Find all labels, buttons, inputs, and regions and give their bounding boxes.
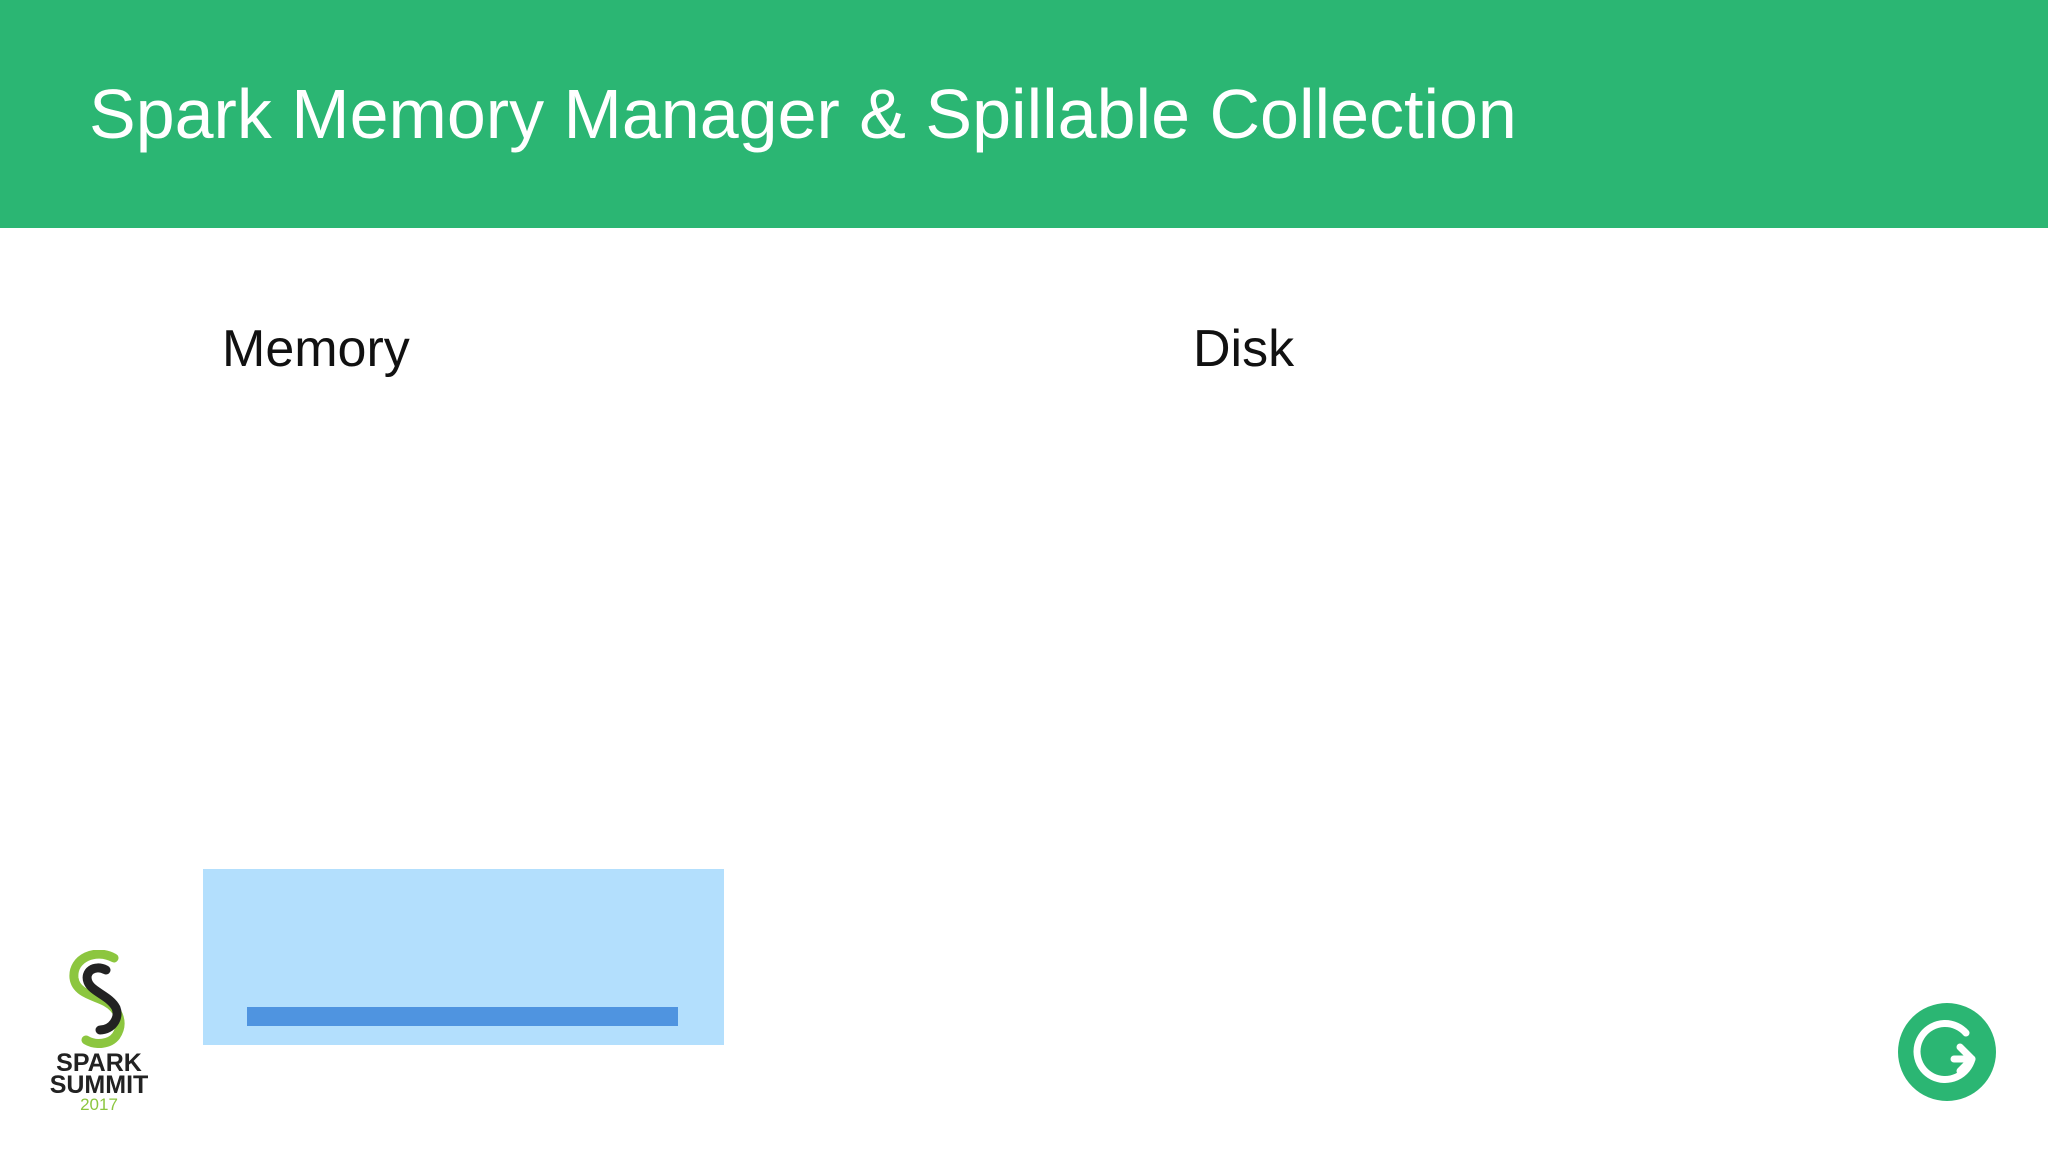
corner-badge: [1898, 1003, 1996, 1101]
disk-label: Disk: [1193, 320, 1295, 378]
memory-fill-bar: [247, 1007, 678, 1026]
logo-text-year: 2017: [80, 1095, 118, 1114]
spark-summit-logo-icon: [66, 949, 132, 1048]
logo-text-spark: SPARK: [56, 1049, 142, 1077]
header-bar: Spark Memory Manager & Spillable Collect…: [0, 0, 2048, 228]
memory-block: [203, 869, 724, 1045]
memory-label: Memory: [222, 320, 410, 378]
logo-text-summit: SUMMIT: [49, 1071, 149, 1099]
slide-title: Spark Memory Manager & Spillable Collect…: [89, 75, 1517, 153]
circular-arrow-icon: [1913, 1020, 1976, 1083]
event-logo: SPARK SUMMIT 2017: [44, 949, 154, 1120]
